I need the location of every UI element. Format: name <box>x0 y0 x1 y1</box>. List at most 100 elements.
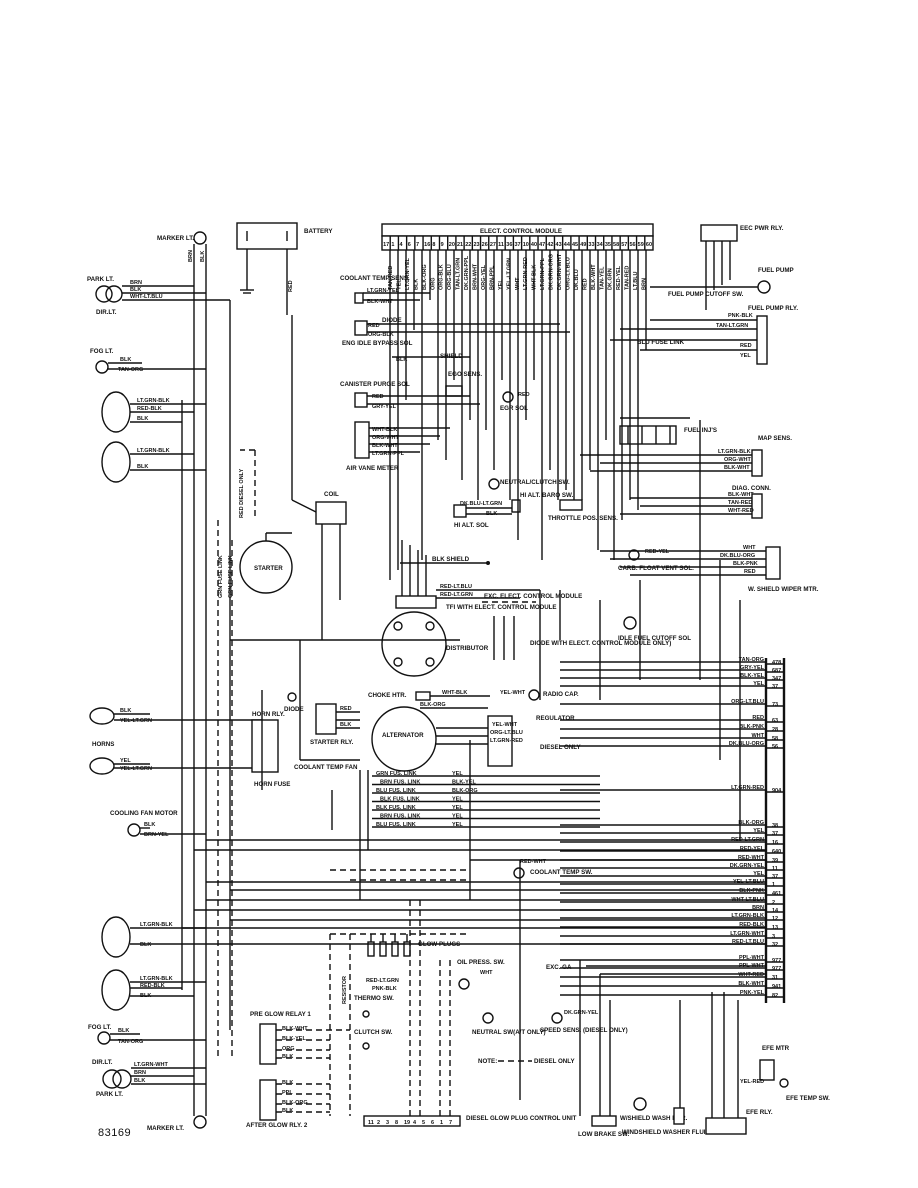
blk-shield: BLK SHIELD <box>400 556 490 565</box>
wire-map-org-wht: ORG-WHT <box>724 457 752 463</box>
ecm-pin-number: 22 <box>465 242 471 248</box>
wire-canister-gry-yel: GRY-YEL <box>372 404 397 410</box>
diag-conn-label: DIAG. CONN. <box>732 485 771 492</box>
ecm-wire-label: ORG-BLK <box>439 264 445 290</box>
starter: STARTER RED DIESEL ONLY GRN FUSE LINK GR… <box>218 449 293 598</box>
ecm-pin-number: 21 <box>457 242 463 248</box>
after-glow-rly-label: AFTER GLOW RLY. 2 <box>246 1122 308 1129</box>
horn-relay: DIODE HORN RLY. HORN FUSE STARTER RLY. R… <box>251 692 360 788</box>
wire-pnk-blk: PNK-BLK <box>728 313 753 319</box>
fuse-link-label: BLU FUS. LINK <box>376 822 416 828</box>
choke-htr-label: CHOKE HTR. <box>368 692 407 699</box>
wire-wiper-blk-pnk: BLK-PNK <box>733 561 758 567</box>
map-sens-label: MAP SENS. <box>758 435 792 442</box>
glow-unit-pin: 5 <box>422 1120 425 1126</box>
terminal-circuit-number: 941 <box>772 984 781 990</box>
wire-hl4-lt-grn-blk: LT.GRN-BLK <box>140 976 173 982</box>
hi-alt-sol-label: HI ALT. SOL <box>454 522 489 529</box>
wire-diag-tan-red: TAN-RED <box>728 500 752 506</box>
terminal-circuit-number: 977 <box>772 966 781 972</box>
wire-tan-lt-grn: TAN-LT.GRN <box>716 323 748 329</box>
wire-ag-ppl: PPL <box>282 1090 293 1096</box>
marker-lt-top: MARKER LT. BRN BLK <box>157 231 207 1116</box>
ecm-pin-number: 11 <box>498 242 504 248</box>
diagram-id: 83169 <box>98 1127 132 1139</box>
carb-float-label: CARB. FLOAT VENT SOL. <box>618 565 694 572</box>
ecm-pin-number: 34 <box>597 242 604 248</box>
wire-ag-blk-org: BLK-ORG <box>282 1100 308 1106</box>
terminal-wire-label: RED-WHT <box>738 855 765 861</box>
exc-ga-label: EXC. GA <box>546 964 572 971</box>
ecm-pin-number: 1 <box>391 242 394 248</box>
blk-shield-label: BLK SHIELD <box>432 556 470 563</box>
wire-hl3-lt-grn-blk: LT.GRN-BLK <box>140 922 173 928</box>
fuse-link-right-wire: YEL <box>452 797 463 803</box>
fuse-link-label: BLK FUS. LINK <box>376 805 416 811</box>
battery: BATTERY RED <box>236 222 333 315</box>
wire-diag-wht-red: WHT-RED <box>728 508 754 514</box>
ecm-wire-label: BRN <box>642 278 648 290</box>
terminal-wire-label: PPL-WHT <box>739 955 765 961</box>
park-lt-label-lower: PARK LT. <box>96 1091 123 1098</box>
neutral-sw-label: NEUTRAL SW(A/T ONLY) <box>472 1029 546 1036</box>
terminal-wire-label: YEL <box>753 681 764 687</box>
carb-float-vent: CARB. FLOAT VENT SOL. RED-YEL W. SHIELD … <box>600 545 819 593</box>
wire-brn-top: BRN <box>188 250 194 262</box>
ecm-pin-number: 42 <box>547 242 553 248</box>
terminal-circuit-number: 12 <box>772 916 778 922</box>
terminal-wire-label: DK.BLU-ORG <box>729 741 764 747</box>
fuse-link-label: BLU FUS. LINK <box>376 788 416 794</box>
idle-fuel-cutoff-label: IDLE FUEL CUTOFF SOL <box>618 635 691 642</box>
wire-reg-yel-wht: YEL-WHT <box>492 722 518 728</box>
terminal-circuit-number: 461 <box>772 891 781 897</box>
ecm-wire-label: LT.GRN-YEL <box>405 257 411 290</box>
ecm-wire-label: YEL <box>396 279 402 290</box>
glow-unit-pin: 8 <box>395 1120 398 1126</box>
distributor-label: DISTRIBUTOR <box>446 645 489 652</box>
ecm-pin-number: 27 <box>490 242 496 248</box>
park-light-top: PARK LT. DIR.LT. BRN BLK WHT-LT.BLU <box>87 276 230 316</box>
headlamps-lower: LT.GRN-BLK BLK LT.GRN-BLK RED-BLK BLK <box>101 916 206 1011</box>
ecm-pin-number: 45 <box>572 242 578 248</box>
terminal-wire-label: BLK-ORG <box>738 820 764 826</box>
terminal-circuit-number: 13 <box>772 925 778 931</box>
ecm-wire-label: LT.BLU <box>633 271 639 290</box>
terminal-wire-label: PNK-YEL <box>740 990 765 996</box>
starter-label: STARTER <box>254 565 283 572</box>
wire-oil-wht-red: WHT <box>480 970 493 976</box>
ecm-wire-label: RED <box>582 278 588 290</box>
egr-sol-label: EGR SOL <box>500 405 528 412</box>
ecm-pin-number: 17 <box>383 242 389 248</box>
ecm-pin-number: 26 <box>482 242 488 248</box>
terminal-wire-label: RED <box>752 715 764 721</box>
eec-pwr-relay: EEC PWR RLY. <box>700 224 784 310</box>
fuse-link-label: BRN FUS. LINK <box>380 814 420 820</box>
wire-fog2-tan-org: TAN-ORG <box>118 1039 143 1045</box>
ecm-wire-label: YEL <box>498 279 504 290</box>
blu-fuse-link-label: BLU FUSE LINK <box>637 339 685 346</box>
terminal-wire-label: LT.GRN-BLK <box>731 913 764 919</box>
ecm-pin-number: 59 <box>638 242 644 248</box>
clutch-sw-label: CLUTCH SW. <box>354 1029 393 1036</box>
wire-cts-red-wht: RED-WHT <box>520 859 547 865</box>
wire-fan-blk: BLK <box>144 822 155 828</box>
fog-lt-label-top: FOG LT. <box>90 348 114 355</box>
ecm-pin-number: 60 <box>646 242 652 248</box>
ecm-pin-number: 7 <box>416 242 419 248</box>
fuse-link-right-wire: BLK-YEL <box>452 780 476 786</box>
regulator-label: REGULATOR <box>536 715 575 722</box>
fuse-link-label: GRN FUS. LINK <box>376 771 417 777</box>
ecm-wire-label: ORG <box>430 277 436 290</box>
terminal-wire-label: BLK-WHT <box>738 981 764 987</box>
fuel-pump: FUEL PUMP FUEL PUMP RLY. FUEL PUMP CUTOF… <box>610 267 798 365</box>
wire-park-brn: BRN <box>130 280 142 286</box>
ecm-wire-label: BLK <box>413 279 419 290</box>
ignition-coil: COIL <box>315 491 347 640</box>
ecm-wire-label: ORG-BLU <box>447 264 453 290</box>
horn-fuse-label: HORN FUSE <box>254 781 290 788</box>
terminal-circuit-number: 16 <box>772 840 778 846</box>
